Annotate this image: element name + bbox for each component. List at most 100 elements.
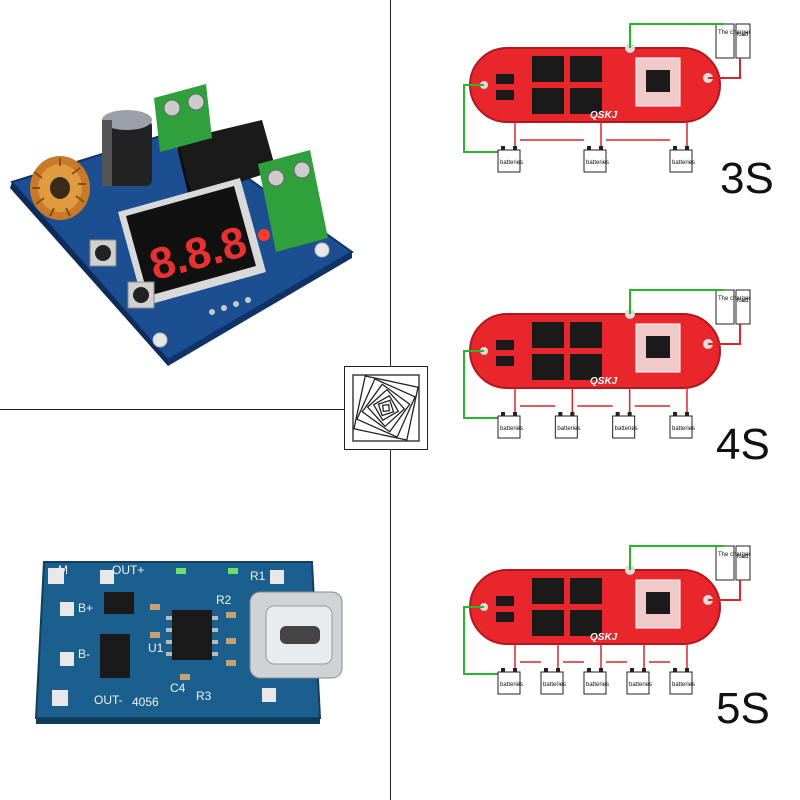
- bms-ic: [646, 336, 670, 358]
- battery-body: [497, 149, 521, 173]
- battery-terminal-neg: [630, 668, 634, 672]
- wire-p-plus: [708, 324, 741, 345]
- wire-p-plus: [708, 580, 741, 601]
- battery-label: batteries: [586, 682, 609, 688]
- battery-terminal-neg: [501, 146, 505, 150]
- toroid-inductor: [30, 156, 90, 220]
- usb-typec-connector: [249, 591, 343, 679]
- typec-charger-module-photo: OUT+ OUT- B+ B- 4056 R1 R2 R3 C4 U1 M: [0, 540, 390, 730]
- battery-terminal-neg: [501, 412, 505, 416]
- silk-r2: R2: [216, 593, 232, 607]
- silk-r1: R1: [250, 569, 266, 583]
- smd-part: [496, 356, 514, 366]
- bms-ic: [646, 592, 670, 614]
- load-label: load: [737, 32, 748, 38]
- mosfet: [532, 322, 564, 348]
- bms-brand: QSKJ: [590, 110, 618, 121]
- battery-cell: batteries: [669, 412, 695, 439]
- battery-terminal-pos: [642, 668, 646, 672]
- battery-terminal-pos: [556, 668, 560, 672]
- charger-label: The charger: [718, 552, 750, 558]
- battery-body: [669, 415, 693, 439]
- silk-b-minus: B-: [78, 647, 90, 661]
- mosfet: [532, 88, 564, 114]
- wire-b-minus: [463, 84, 510, 153]
- battery-label: batteries: [672, 682, 695, 688]
- silk-m: M: [58, 563, 68, 577]
- wire-b-minus: [463, 350, 510, 419]
- battery-cell: batteries: [540, 668, 566, 695]
- battery-body: [626, 671, 650, 695]
- load-box: [735, 545, 751, 581]
- battery-cell: batteries: [612, 412, 638, 439]
- battery-cell: batteries: [497, 668, 523, 695]
- battery-terminal-neg: [673, 668, 677, 672]
- battery-body: [612, 415, 636, 439]
- mosfet: [570, 322, 602, 348]
- battery-terminal-neg: [558, 412, 563, 416]
- battery-body: [669, 149, 693, 173]
- battery-cell: batteries: [583, 668, 609, 695]
- silk-out-plus: OUT+: [112, 563, 144, 577]
- battery-terminal-pos: [599, 146, 603, 150]
- smd-part: [496, 90, 514, 100]
- battery-label: batteries: [586, 160, 609, 166]
- mosfet: [570, 354, 602, 380]
- battery-terminal-pos: [627, 412, 632, 416]
- cell-count-label-3s: 3S: [720, 154, 774, 203]
- battery-terminal-neg: [501, 668, 505, 672]
- battery-terminal-neg: [587, 668, 591, 672]
- seven-segment-display: 8.8.8: [118, 178, 266, 306]
- silk-u1: U1: [148, 641, 164, 655]
- battery-label: batteries: [543, 682, 566, 688]
- wire-b-minus: [463, 606, 510, 675]
- mosfet: [532, 354, 564, 380]
- battery-body: [540, 671, 564, 695]
- battery-cell: batteries: [583, 146, 609, 173]
- battery-label: batteries: [500, 682, 523, 688]
- mosfet: [570, 578, 602, 604]
- voltage-relay-module-photo: 8.8.8: [0, 60, 390, 390]
- push-button-2: [127, 281, 155, 309]
- spiral-logo: [344, 366, 428, 450]
- battery-label: batteries: [557, 426, 580, 432]
- charger-label: The charger: [718, 30, 750, 36]
- battery-label: batteries: [672, 426, 695, 432]
- battery-cell: batteries: [669, 668, 695, 695]
- battery-terminal-pos: [513, 668, 517, 672]
- charger-label: The charger: [718, 296, 750, 302]
- load-label: load: [737, 554, 748, 560]
- battery-cell: batteries: [669, 146, 695, 173]
- mosfet: [570, 610, 602, 636]
- battery-body: [669, 671, 693, 695]
- battery-cell: batteries: [554, 412, 580, 439]
- battery-body: [497, 671, 521, 695]
- status-led: [258, 229, 270, 241]
- mosfet: [532, 56, 564, 82]
- mosfet: [532, 610, 564, 636]
- battery-body: [497, 415, 521, 439]
- battery-cell: batteries: [497, 412, 523, 439]
- battery-terminal-pos: [685, 668, 689, 672]
- silk-part-number: 4056: [132, 695, 159, 709]
- battery-terminal-pos: [685, 412, 689, 416]
- battery-label: batteries: [629, 682, 652, 688]
- protection-ic-2: [100, 634, 130, 678]
- wire-p-plus: [708, 58, 741, 79]
- battery-terminal-neg: [673, 146, 677, 150]
- charge-led-2: [228, 568, 238, 574]
- load-box: [735, 289, 751, 325]
- battery-terminal-pos: [685, 146, 689, 150]
- smd-part: [496, 340, 514, 350]
- load-box: [735, 23, 751, 59]
- protection-ic-1: [104, 592, 134, 614]
- silk-b-plus: B+: [78, 601, 93, 615]
- smd-part: [496, 596, 514, 606]
